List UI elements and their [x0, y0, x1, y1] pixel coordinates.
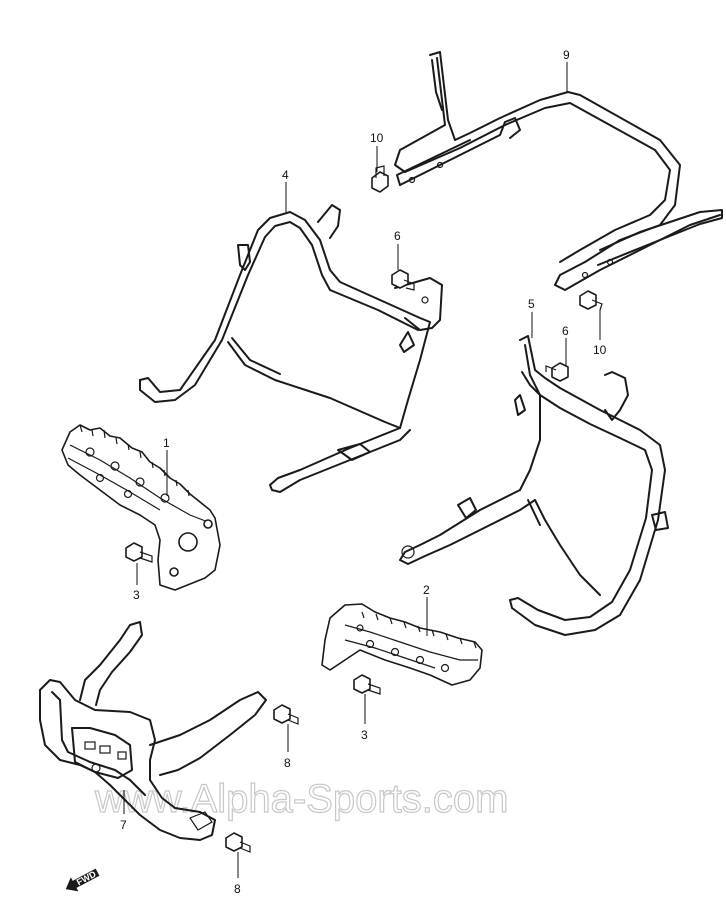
part-2-right-footpeg [321, 603, 483, 686]
callout-10-upper: 10 [370, 131, 384, 145]
callout-8-upper: 8 [284, 756, 291, 770]
callout-3-left: 3 [133, 588, 140, 602]
part-7-lower-guard-bracket [39, 621, 267, 841]
part-5-right-side-bracket [399, 335, 669, 636]
callout-8-lower: 8 [234, 882, 241, 896]
bolt-10-upper [371, 165, 389, 193]
part-1-left-footpeg [61, 424, 221, 591]
callout-2: 2 [423, 583, 430, 597]
callout-6-upper: 6 [394, 229, 401, 243]
bolt-3-right [353, 674, 381, 695]
bolt-3-left [125, 542, 153, 563]
callout-7: 7 [120, 818, 127, 832]
bolt-10-right [579, 290, 603, 311]
fwd-arrow-icon: FWD [65, 868, 100, 892]
callout-9: 9 [563, 48, 570, 62]
callout-1: 1 [163, 436, 170, 450]
bolt-8-upper [273, 704, 299, 725]
callout-10-right: 10 [593, 343, 607, 357]
part-9-rear-upper-bracket [394, 51, 723, 291]
callout-5: 5 [528, 297, 535, 311]
part-4-left-side-bracket [139, 204, 443, 493]
callout-4: 4 [282, 168, 289, 182]
callout-3-right: 3 [361, 728, 368, 742]
bolt-8-lower [225, 832, 251, 853]
callout-6-right: 6 [562, 324, 569, 338]
bolt-6-upper [391, 269, 415, 291]
watermark-text: www.Alpha-Sports.com [94, 777, 508, 821]
bolt-6-right [545, 362, 569, 382]
